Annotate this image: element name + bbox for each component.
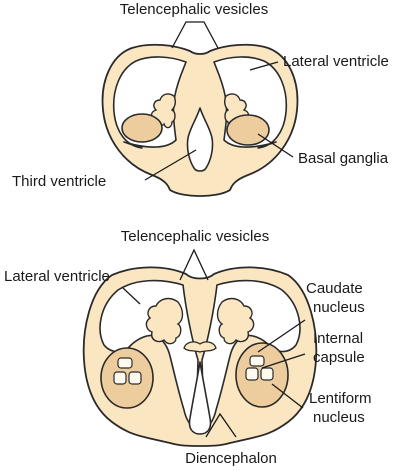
bottom-right-capsule-block-3 <box>260 367 274 381</box>
bottom-internal-capsule-label-line1: Internal <box>313 330 363 347</box>
bottom-lateral-ventricle-leader <box>122 287 141 305</box>
top-third-ventricle-label: Third ventricle <box>12 173 106 190</box>
top-lateral-ventricle-label: Lateral ventricle <box>283 53 389 70</box>
bottom-left-capsule-block-1 <box>117 357 133 369</box>
top-basal-ganglia-leader <box>257 133 294 158</box>
top-basal-ganglia-label: Basal ganglia <box>298 150 389 167</box>
top-third-ventricle-leader <box>144 149 197 181</box>
bottom-lentiform-label-line1: Lentiform <box>309 390 372 407</box>
top-telencephalic-vesicles-label: Telencephalic vesicles <box>120 1 268 18</box>
bottom-caudate-label-line2: nucleus <box>313 299 365 316</box>
top-lateral-ventricle-leader <box>249 61 279 71</box>
bottom-left-basal-ganglion <box>100 347 154 409</box>
bottom-third-ventricle <box>188 361 212 435</box>
bottom-telencephalic-vesicles-label: Telencephalic vesicles <box>121 228 269 245</box>
bottom-right-capsule-block-1 <box>249 355 265 367</box>
top-left-basal-ganglion <box>121 113 163 143</box>
bottom-lentiform-leader <box>271 383 304 409</box>
bottom-right-choroid-plexus <box>216 297 255 345</box>
bottom-caudate-leader <box>257 319 306 353</box>
top-third-ventricle <box>186 107 214 172</box>
bottom-brain-section: Telencephalic vesicles Lateral ventricle… <box>4 228 372 467</box>
bottom-internal-capsule-leader <box>261 353 306 369</box>
bottom-lentiform-label-line2: nucleus <box>313 409 365 426</box>
bottom-left-choroid-plexus <box>145 297 184 345</box>
bottom-left-capsule-block-3 <box>128 371 142 385</box>
bottom-septal-tuft <box>183 341 217 353</box>
bottom-vesicles-leader <box>179 248 209 281</box>
bottom-right-capsule-block-2 <box>245 367 259 381</box>
bottom-diencephalon-label: Diencephalon <box>185 450 277 467</box>
bottom-caudate-label-line1: Caudate <box>306 280 363 297</box>
top-brain-section: Telencephalic vesicles Lateral ventricle… <box>12 1 389 197</box>
bottom-lateral-ventricle-label: Lateral ventricle <box>4 268 110 285</box>
bottom-internal-capsule-label-line2: capsule <box>313 349 365 366</box>
top-right-basal-ganglion <box>226 114 270 146</box>
top-vesicles-leader <box>171 21 219 49</box>
bottom-left-capsule-block-2 <box>113 371 127 385</box>
bottom-diencephalon-leader <box>205 412 237 438</box>
